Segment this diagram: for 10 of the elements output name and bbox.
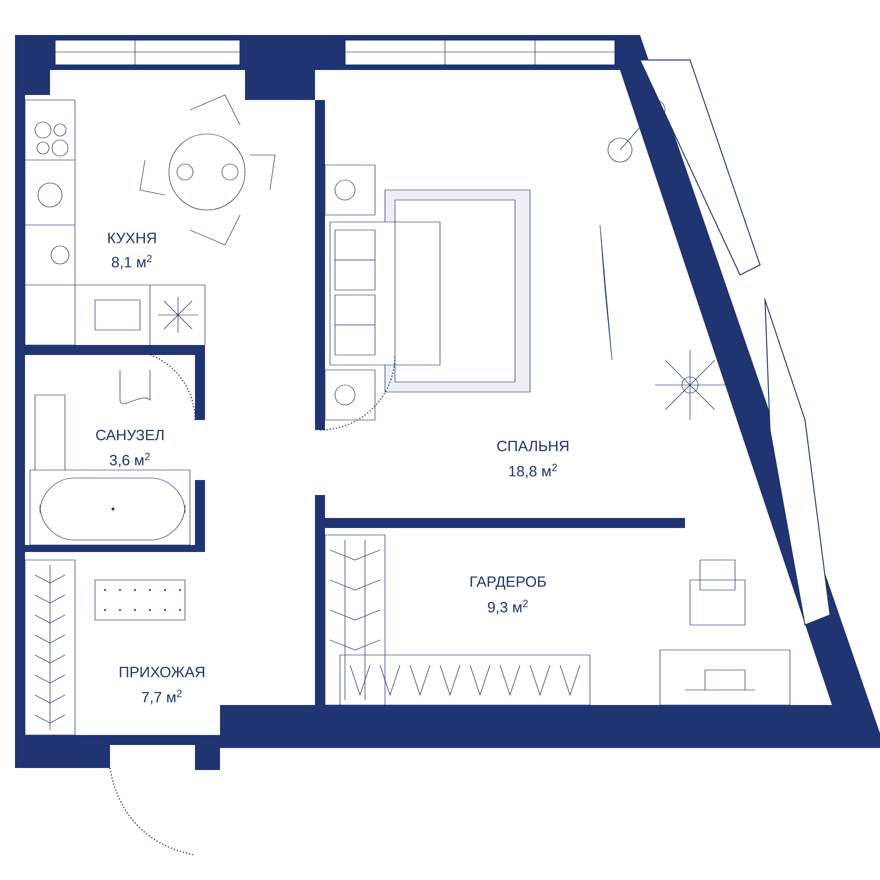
room-area: 3,6 м$^{2}$ <box>110 452 150 468</box>
room-name: КУХНЯ <box>108 232 156 244</box>
room-name: ПРИХОЖАЯ <box>120 666 204 678</box>
room-name: СПАЛЬНЯ <box>497 440 568 452</box>
room-area: 9,3 м$^{2}$ <box>488 600 528 614</box>
room-name: САНУЗЕЛ <box>96 430 164 440</box>
room-area: 8,1 м$^{2}$ <box>112 254 152 270</box>
room-area: 7,7 м$^{2}$ <box>142 690 182 704</box>
room-name: ГАРДЕРОБ <box>470 576 546 590</box>
room-area: 18,8 м$^{2}$ <box>509 464 557 478</box>
